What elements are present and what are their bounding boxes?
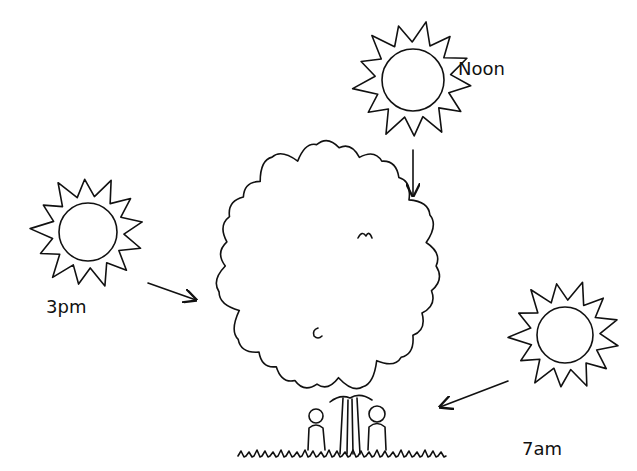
- light-arrow: [440, 381, 508, 407]
- person-body: [308, 425, 325, 450]
- light-arrow: [148, 283, 196, 300]
- time-label: Noon: [456, 58, 507, 80]
- time-label: 3pm: [44, 296, 88, 318]
- person-head: [369, 406, 385, 422]
- tree-crown: [216, 141, 439, 389]
- sun-rays: [508, 282, 618, 386]
- time-label: 7am: [520, 438, 564, 460]
- tree-trunk: [340, 398, 360, 454]
- light-arrow: [412, 150, 414, 196]
- person-head: [309, 409, 323, 423]
- person-body: [368, 424, 386, 451]
- crown-squiggle: [314, 328, 323, 338]
- sun-rays: [30, 179, 142, 286]
- grass-ground: [238, 450, 446, 457]
- sun-disc: [537, 307, 593, 363]
- crown-squiggle: [358, 233, 372, 238]
- sun-disc: [59, 203, 117, 261]
- tree-branches: [330, 395, 372, 402]
- sun-rays: [353, 22, 471, 136]
- sun-disc: [382, 49, 444, 111]
